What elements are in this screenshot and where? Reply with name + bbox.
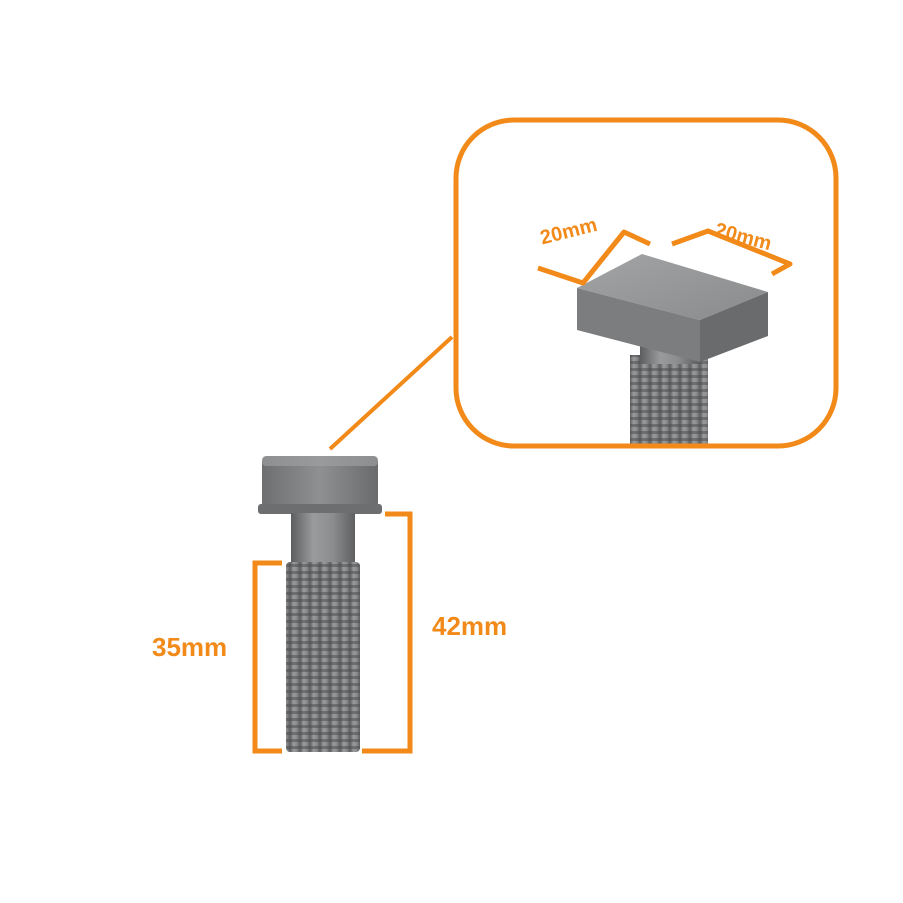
total-length-label: 42mm [432,611,508,641]
bolt-thread [286,562,360,752]
zoom-leader-line [328,335,454,451]
bolt [258,456,382,752]
bolt-shank [291,513,355,565]
zoomed-head-front [577,288,700,362]
zoomed-head-top [577,254,768,320]
total-length-bracket [362,511,413,754]
thread-length-bracket [252,560,282,754]
bolt-head [262,456,378,508]
thread-length-label: 35mm [152,632,228,662]
zoom-detail-box [453,117,839,449]
head-width-arrow-a [537,229,652,286]
head-width-arrow-b [671,228,793,277]
